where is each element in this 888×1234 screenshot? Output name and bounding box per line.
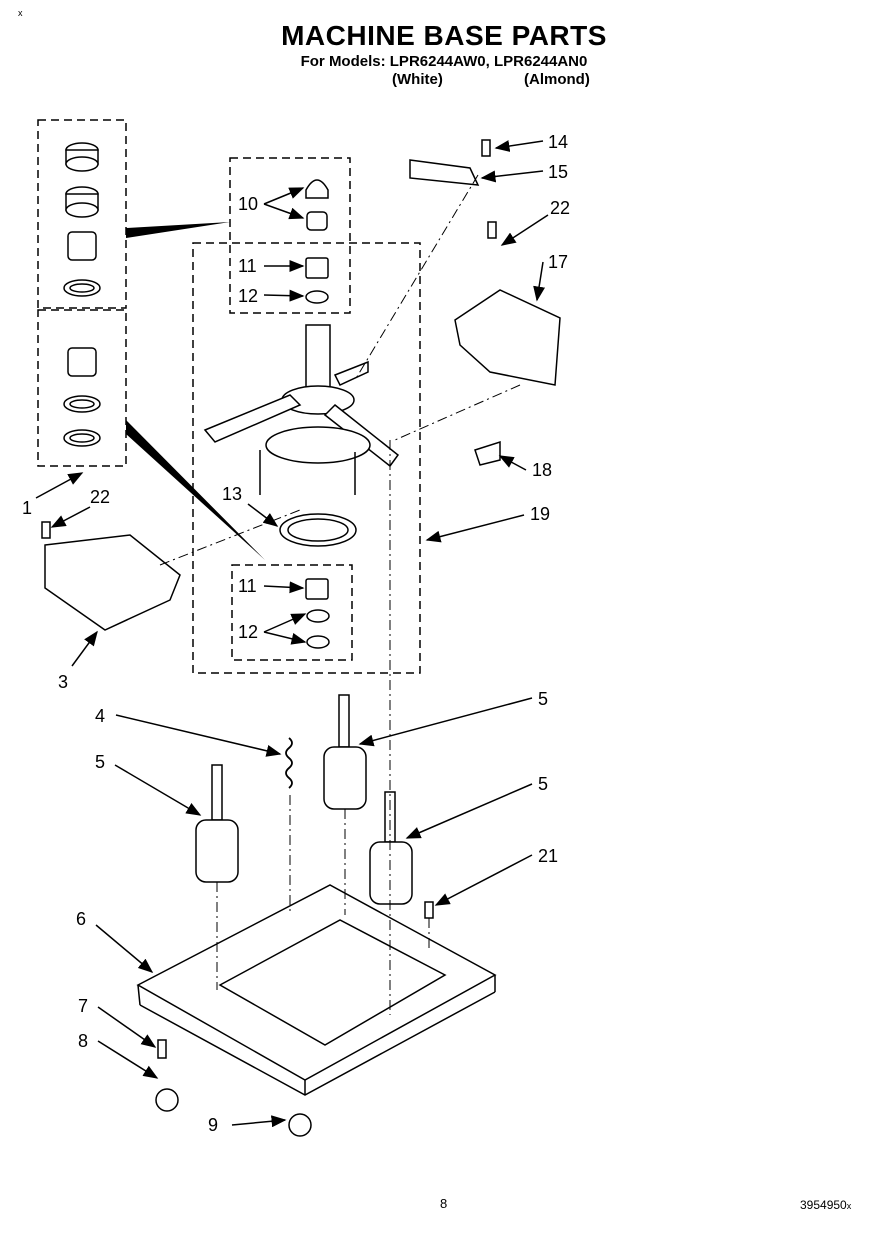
callout-17: 17 bbox=[548, 252, 568, 272]
page-title: MACHINE BASE PARTS bbox=[281, 20, 607, 51]
callout-3: 3 bbox=[58, 672, 68, 692]
suspension-dampers bbox=[195, 694, 413, 905]
callout-11-lower: 11 bbox=[238, 576, 257, 596]
machine-base bbox=[136, 884, 497, 1096]
group-boxes bbox=[37, 119, 421, 674]
callout-5-upper: 5 bbox=[538, 689, 548, 709]
corner-mark: x bbox=[18, 8, 23, 18]
casters bbox=[155, 1039, 312, 1137]
bearing-parts bbox=[305, 179, 330, 649]
callout-1: 1 bbox=[22, 498, 32, 518]
transmission-assembly bbox=[203, 324, 400, 547]
callout-labels: 1 3 4 5 5 5 6 7 8 9 10 11 11 12 12 13 14… bbox=[22, 132, 570, 1135]
callout-10: 10 bbox=[238, 194, 258, 214]
callout-15: 15 bbox=[548, 162, 568, 182]
variant-white: (White) bbox=[392, 71, 443, 88]
callout-19: 19 bbox=[530, 504, 550, 524]
brackets-and-plates bbox=[41, 139, 561, 919]
callout-12-lower: 12 bbox=[238, 622, 258, 642]
callout-11-upper: 11 bbox=[238, 256, 257, 276]
wedge-upper bbox=[126, 222, 230, 238]
callout-22-right: 22 bbox=[550, 198, 570, 218]
variant-almond: (Almond) bbox=[524, 71, 590, 88]
callout-21: 21 bbox=[538, 846, 558, 866]
callout-5-right: 5 bbox=[538, 774, 548, 794]
callout-5-left: 5 bbox=[95, 752, 105, 772]
callout-13: 13 bbox=[222, 484, 242, 504]
callout-9: 9 bbox=[208, 1115, 218, 1135]
document-number-suffix: x bbox=[846, 1201, 852, 1211]
wedge-lower bbox=[126, 420, 265, 560]
page-number: 8 bbox=[440, 1196, 448, 1211]
models-line: For Models: LPR6244AW0, LPR6244AN0 bbox=[300, 53, 588, 70]
callout-4: 4 bbox=[95, 706, 105, 726]
callout-7: 7 bbox=[78, 996, 88, 1016]
callout-8: 8 bbox=[78, 1031, 88, 1051]
callout-18: 18 bbox=[532, 460, 552, 480]
callout-12-upper: 12 bbox=[238, 286, 258, 306]
leader-lines bbox=[35, 140, 549, 1128]
callout-6: 6 bbox=[76, 909, 86, 929]
callout-22-left: 22 bbox=[90, 487, 110, 507]
callout-14: 14 bbox=[548, 132, 568, 152]
spring bbox=[285, 737, 293, 789]
seal-kit-parts bbox=[63, 142, 101, 447]
document-number: 3954950x bbox=[800, 1198, 852, 1212]
